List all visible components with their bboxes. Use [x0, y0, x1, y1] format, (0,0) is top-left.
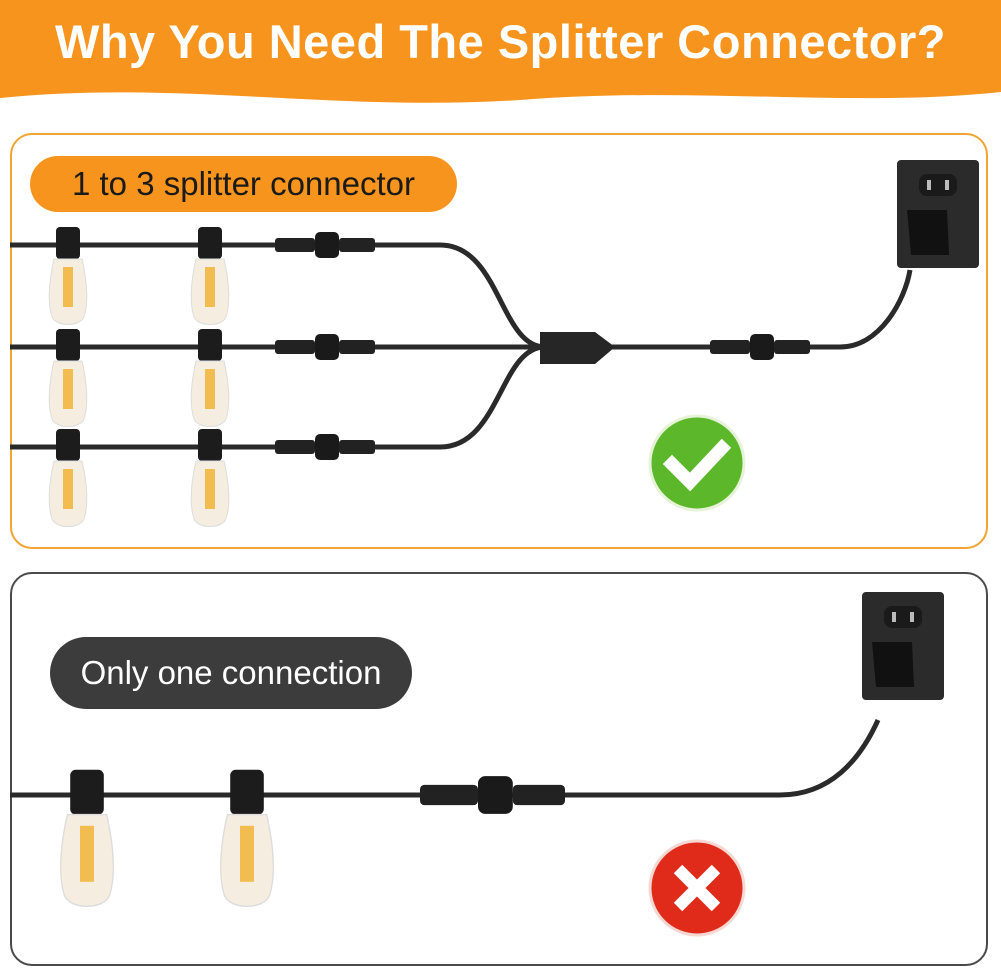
page-title: Why You Need The Splitter Connector?: [54, 15, 947, 68]
wall-outlet-icon: [862, 592, 944, 700]
bulb-icon: [219, 769, 275, 907]
x-icon: [648, 839, 746, 937]
connector-icon: [710, 334, 810, 360]
bulb-icon: [48, 428, 230, 527]
connector-icon: [420, 776, 565, 814]
banner-shape: [0, 0, 1001, 103]
bulb-icon: [48, 328, 230, 427]
splitter-diagram: [10, 160, 979, 527]
connector-icon: [275, 434, 375, 460]
single-connection-diagram: [10, 592, 944, 937]
bulb-icon: [48, 226, 230, 325]
connector-icon: [275, 334, 375, 360]
bulb-icon: [59, 769, 115, 907]
header-banner: Why You Need The Splitter Connector?: [0, 0, 1001, 110]
wall-outlet-icon: [897, 160, 979, 268]
splitter-icon: [540, 332, 615, 364]
check-icon: [648, 414, 746, 512]
connector-icon: [275, 232, 375, 258]
